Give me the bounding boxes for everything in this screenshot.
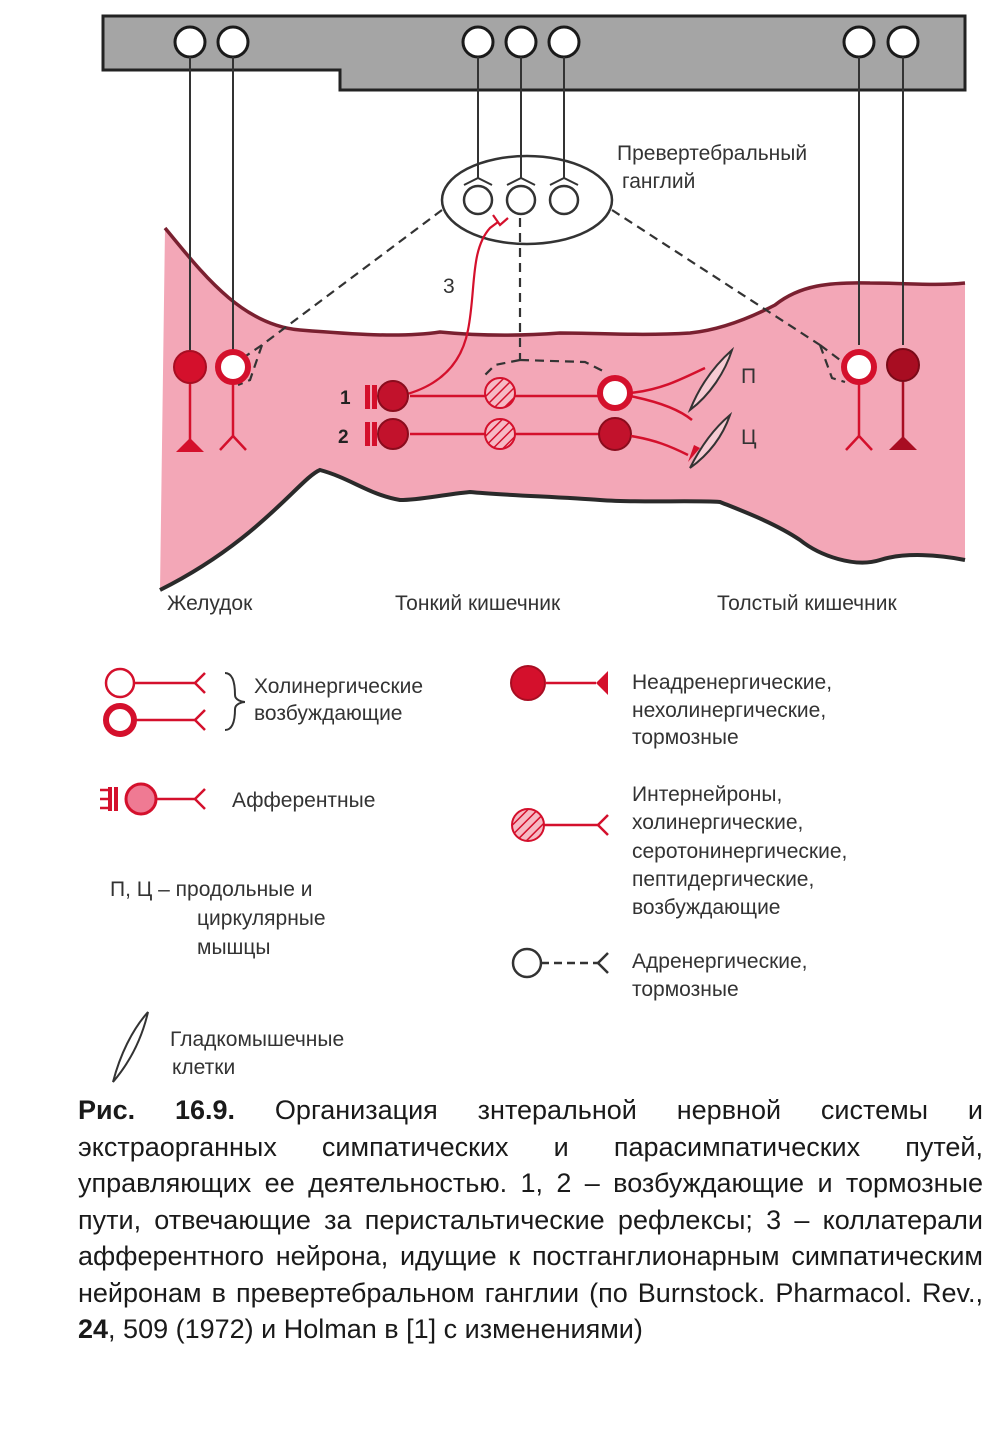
legend-inter-3: серотонинергические,: [632, 840, 847, 863]
legend-nanc-3: тормозные: [632, 726, 739, 749]
legend-adren-2: тормозные: [632, 978, 739, 1001]
legend-muscles-1: П, Ц – продольные и: [110, 878, 313, 901]
legend-inter-2: холинергические,: [632, 811, 803, 834]
ganglion-label-2: ганглий: [622, 170, 695, 193]
legend-adrenergic-symbol: [511, 947, 609, 979]
legend-smooth-2: клетки: [172, 1056, 235, 1079]
label-c: Ц: [741, 426, 757, 449]
spinal-cord-bar: [101, 14, 967, 92]
legend-afferent: Афферентные: [232, 789, 375, 812]
legend-interneuron-symbol: [511, 808, 609, 842]
caption-volume: 24: [78, 1314, 109, 1344]
legend-adren-1: Адренергические,: [632, 950, 808, 973]
legend-cholinergic-1: Холинергические: [254, 675, 423, 698]
gut-lower-edge: [159, 467, 966, 592]
legend-smooth-1: Гладкомышечные: [170, 1028, 344, 1051]
legend-nanc-1: Неадренергические,: [632, 671, 832, 694]
organ-stomach: Желудок: [167, 592, 253, 615]
collateral-ending: [492, 214, 509, 227]
large-intestine-neurons: [841, 348, 920, 451]
legend-cholinergic-symbol: [103, 667, 246, 737]
legend-afferent-symbol: [100, 782, 206, 816]
legend-muscles-3: мышцы: [197, 936, 271, 959]
ganglion-neurons: [462, 184, 580, 216]
afferent-collateral-3: [394, 221, 499, 399]
legend-inter-5: возбуждающие: [632, 896, 780, 919]
smooth-muscle-cells: [687, 346, 735, 469]
reflex-pathways: [365, 366, 706, 462]
preganglionic-fibers: [189, 57, 904, 350]
prevertebral-ganglion: [440, 154, 614, 246]
label-pathway-1: 1: [340, 388, 351, 409]
legend-nanc-2: нехолинергические,: [632, 699, 826, 722]
spinal-neurons: [173, 25, 920, 59]
label-3: 3: [443, 275, 455, 298]
organ-small-intestine: Тонкий кишечник: [395, 592, 561, 615]
legend-inter-1: Интернейроны,: [632, 783, 782, 806]
legend-muscles-2: циркулярные: [197, 907, 326, 930]
gut-upper-edge: [163, 226, 966, 337]
figure-caption: Рис. 16.9. Организация знтеральной нервн…: [78, 1092, 983, 1348]
figure-number: Рис. 16.9.: [78, 1095, 236, 1125]
caption-text-b: , 509 (1972) и Holman в [1] с изменениям…: [108, 1314, 643, 1344]
caption-text-a: Организация знтеральной нервной системы …: [78, 1095, 984, 1308]
label-p: П: [741, 365, 756, 388]
stomach-neurons: [173, 349, 251, 452]
legend-smooth-muscle-symbol: [112, 1011, 149, 1083]
legend-cholinergic-2: возбуждающие: [254, 702, 402, 725]
organ-large-intestine: Толстый кишечник: [717, 592, 897, 615]
label-pathway-2: 2: [338, 427, 349, 448]
ganglion-label-1: Превертебральный: [617, 142, 807, 165]
gut-tissue: [160, 228, 965, 590]
legend-inter-4: пептидергические,: [632, 868, 814, 891]
legend-nanc-symbol: [510, 665, 608, 701]
